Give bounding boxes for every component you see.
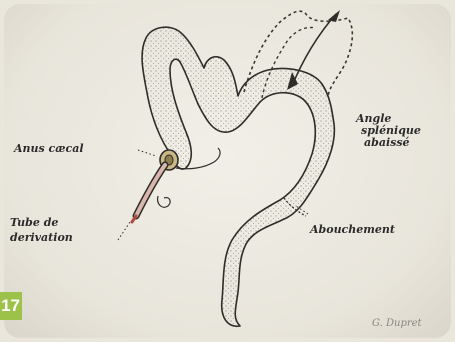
- label-tube-line2: derivation: [10, 232, 73, 244]
- artist-signature: G. Dupret: [372, 318, 422, 329]
- arrow-tail: [328, 10, 340, 22]
- leader-tube: [118, 222, 130, 240]
- drainage-tube-fill: [136, 165, 165, 216]
- label-anus-caecal: Anus cæcal: [14, 143, 84, 155]
- tube-tip: [132, 216, 136, 222]
- label-angle-line3: abaissé: [364, 137, 410, 149]
- leader-anus: [138, 150, 156, 156]
- figure-number-badge: 17: [0, 292, 22, 320]
- colon-body: [142, 27, 334, 326]
- stoma-tie: [158, 196, 170, 207]
- label-tube-line1: Tube de: [10, 217, 58, 229]
- label-abouchement: Abouchement: [310, 224, 395, 236]
